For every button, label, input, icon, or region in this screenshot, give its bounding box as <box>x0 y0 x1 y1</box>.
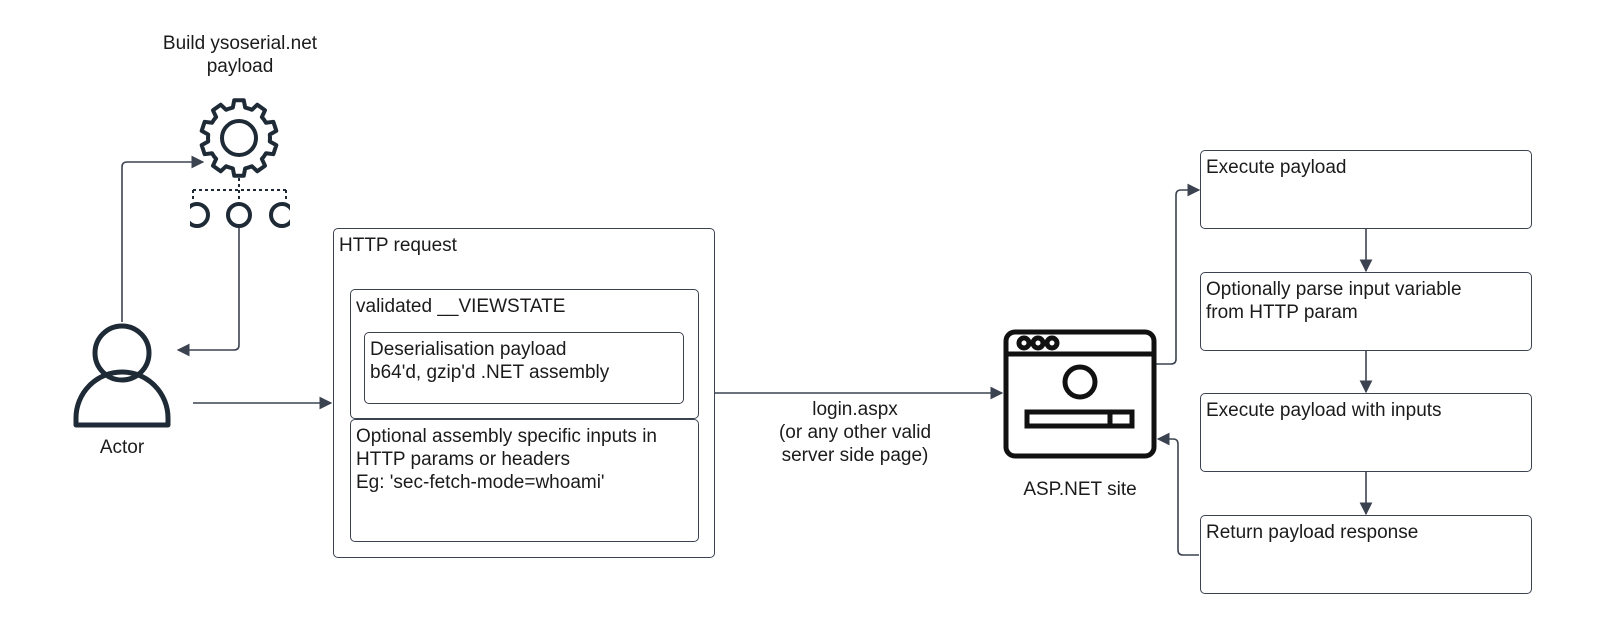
step-execute-with-inputs: Execute payload with inputs <box>1200 393 1532 472</box>
viewstate-box: validated __VIEWSTATE <box>350 289 699 419</box>
edge-step4-to-site <box>1156 432 1199 556</box>
viewstate-title: validated __VIEWSTATE <box>356 296 566 317</box>
edge-label-login-aspx: login.aspx (or any other valid server si… <box>778 399 932 466</box>
browser-window-icon <box>1003 329 1157 459</box>
step-text: Execute payload with inputs <box>1206 400 1442 421</box>
site-label: ASP.NET site <box>1023 479 1137 500</box>
step-text: Return payload response <box>1206 522 1419 543</box>
optional-inputs-box: Optional assembly specific inputs in HTT… <box>350 419 699 542</box>
step-execute-payload: Execute payload <box>1200 150 1532 229</box>
step-return-response: Return payload response <box>1200 515 1532 594</box>
gear-with-nodes-icon <box>190 98 290 228</box>
user-icon <box>73 323 171 428</box>
http-request-title: HTTP request <box>339 235 457 256</box>
edge-site-to-execute <box>1156 183 1201 365</box>
step-parse-input: Optionally parse input variable from HTT… <box>1200 272 1532 351</box>
edge-builder-to-actor <box>176 228 240 357</box>
actor-label: Actor <box>99 437 145 458</box>
step-text: Execute payload <box>1206 157 1347 178</box>
edge-actor-to-builder <box>121 155 205 322</box>
step-text: Optionally parse input variable from HTT… <box>1206 279 1462 323</box>
http-request-box: HTTP request <box>333 228 715 558</box>
optional-inputs-text: Optional assembly specific inputs in HTT… <box>356 426 657 493</box>
builder-label: Build ysoserial.net payload <box>162 33 318 77</box>
deserialisation-payload-box: Deserialisation payload b64'd, gzip'd .N… <box>364 332 684 404</box>
deserialisation-payload-text: Deserialisation payload b64'd, gzip'd .N… <box>370 339 610 383</box>
